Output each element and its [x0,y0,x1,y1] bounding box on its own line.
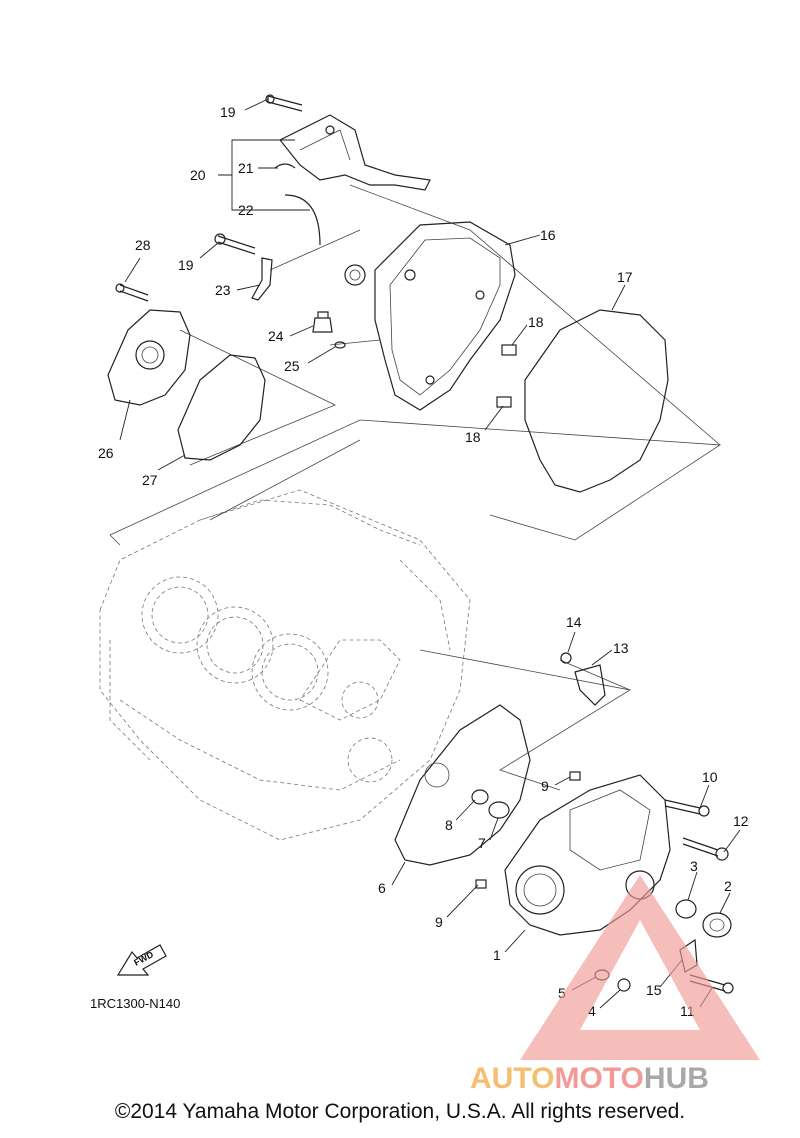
copyright-notice: ©2014 Yamaha Motor Corporation, U.S.A. A… [114,1100,686,1123]
callout-2: 2 [724,878,732,894]
callout-1: 1 [493,947,501,963]
callout-4: 4 [588,1003,596,1019]
gasket-6 [394,704,531,866]
callout-9b: 9 [435,914,443,930]
callout-labels: 19 20 21 22 28 19 23 24 25 26 27 16 17 1… [98,104,749,1019]
callout-26: 26 [98,445,114,461]
gasket-17 [524,309,669,493]
o-ring-25 [334,341,346,349]
callout-12: 12 [733,813,749,829]
watermark-hub: HUB [644,1062,709,1095]
svg-text:AUTOMOTOHUB: AUTOMOTOHUB [470,1062,709,1095]
o-ring-8 [471,789,489,805]
dowel-pin-18a [501,344,517,356]
callout-8: 8 [445,817,453,833]
cover-16 [344,221,516,411]
bolt-14 [560,652,572,664]
watermark-auto: AUTO [470,1062,554,1095]
callout-28: 28 [135,237,151,253]
bracket-23 [251,257,273,301]
cover-26 [107,309,191,406]
watermark-moto: MOTO [554,1062,643,1095]
bolt-19-mid [217,235,256,255]
callout-20: 20 [190,167,206,183]
callout-21: 21 [238,160,254,176]
callout-10: 10 [702,769,718,785]
fwd-label: FWD [132,949,155,968]
fwd-arrow-icon: FWD [116,944,167,976]
callout-13: 13 [613,640,629,656]
callout-18b: 18 [465,429,481,445]
dowel-9b [475,879,487,889]
callout-16: 16 [540,227,556,243]
bolt-4 [617,978,631,992]
leader-lines [119,98,741,1009]
callout-25: 25 [284,358,300,374]
callout-18a: 18 [528,314,544,330]
bolt-19-top [267,95,303,112]
callout-5: 5 [558,985,566,1001]
diagram-code: 1RC1300-N140 [90,996,180,1011]
gasket-27 [177,354,266,461]
bracket-13 [574,664,606,706]
dowel-9a [569,771,581,781]
seal-21 [274,163,296,169]
plug-2 [702,912,732,938]
callout-14: 14 [566,614,582,630]
seal-22 [284,194,321,246]
callout-19-mid: 19 [178,257,194,273]
callout-15: 15 [646,982,662,998]
o-ring-3 [675,899,697,919]
callout-17: 17 [617,269,633,285]
seal-7 [488,801,510,819]
small-cover-20 [279,114,431,191]
bolt-10 [664,799,701,815]
callout-27: 27 [142,472,158,488]
assembly-guide-lines [109,184,722,791]
sensor-24 [312,311,333,333]
bolt-28 [119,284,149,302]
bolt-12 [682,837,719,857]
dowel-pin-18b [496,396,512,408]
callout-22: 22 [238,202,254,218]
callout-24: 24 [268,328,284,344]
watermark-triangle-icon [520,875,760,1060]
callout-3: 3 [690,858,698,874]
automotohub-watermark: AUTOMOTOHUB [470,875,760,1095]
callout-23: 23 [215,282,231,298]
callout-19-top: 19 [220,104,236,120]
callout-9a: 9 [541,778,549,794]
callout-7: 7 [478,835,486,851]
callout-6: 6 [378,880,386,896]
crankcase [99,489,471,841]
